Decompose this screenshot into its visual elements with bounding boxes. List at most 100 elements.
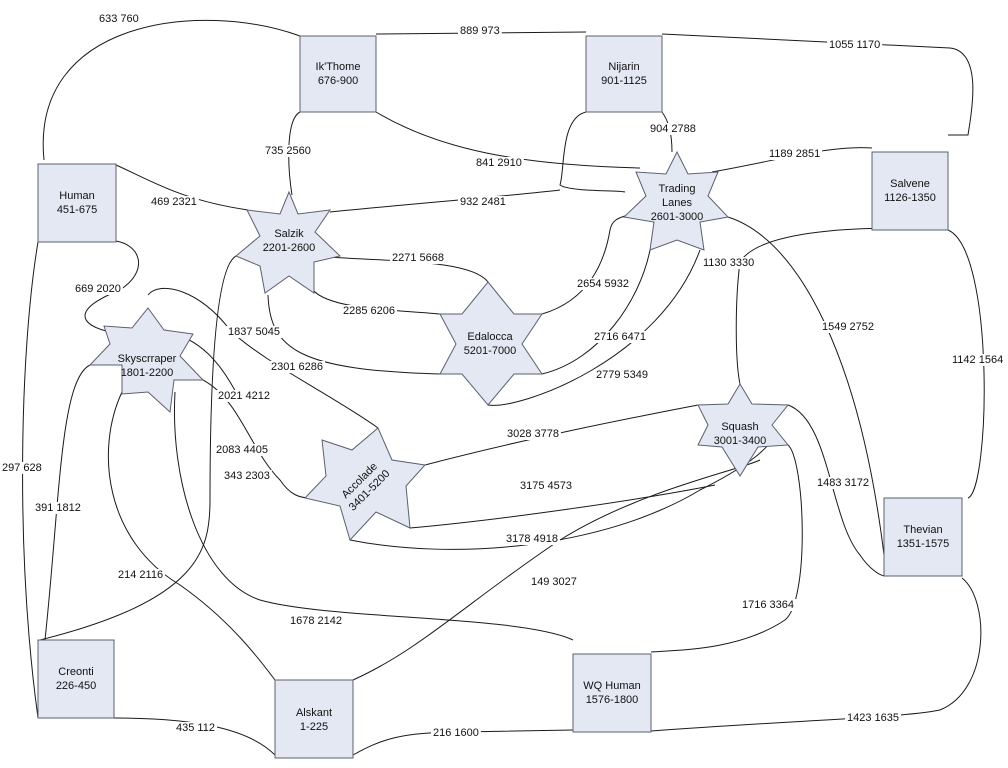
edge-label: 1716 3364 — [742, 599, 794, 611]
edge-label-backing — [226, 326, 282, 338]
node-range: 676-900 — [318, 75, 358, 87]
connector — [650, 577, 982, 732]
edge-label-backing — [263, 145, 313, 157]
edge-label-backing — [116, 569, 166, 581]
edge-label-backing — [518, 480, 574, 492]
node-range: 2601-3000 — [651, 211, 704, 223]
edge-label-backing — [73, 283, 123, 295]
edge-label-backing — [505, 428, 561, 440]
node-range: 1-225 — [300, 721, 328, 733]
edge-label-backing — [820, 321, 876, 333]
node-box — [572, 653, 652, 733]
node-name: Nijarin — [608, 61, 639, 73]
connector — [173, 391, 574, 641]
edge-label: 214 2116 — [118, 569, 163, 581]
node-name: Creonti — [58, 666, 93, 678]
node-alskant[interactable]: Alskant 1-225 — [274, 679, 354, 759]
star-shape — [88, 307, 205, 414]
edge-labels: 633 760 889 973 1055 1170 735 2560 841 2… — [0, 13, 1006, 739]
edge-label-backing — [341, 305, 397, 317]
edge-label: 1055 1170 — [829, 39, 880, 51]
connector — [735, 227, 949, 385]
node-name: Salzik — [274, 228, 304, 240]
node-range: 901-1125 — [601, 75, 647, 87]
node-thevian[interactable]: Thevian 1351-1575 — [883, 497, 963, 577]
edge-label: 1189 2851 — [769, 148, 820, 160]
edge-label-backing — [594, 369, 650, 381]
edge-label-backing — [701, 257, 757, 269]
edge-label: 1837 5045 — [228, 326, 280, 338]
node-salvene[interactable]: Salvene 1126-1350 — [871, 151, 949, 231]
connector — [113, 717, 276, 756]
edge-label-backing — [174, 722, 217, 734]
node-wq-human[interactable]: WQ Human 1576-1800 — [572, 653, 652, 733]
edge-label: 633 760 — [99, 13, 139, 25]
edge-label: 1678 2142 — [290, 615, 342, 627]
edge-label: 1483 3172 — [817, 477, 869, 489]
edge-label: 889 973 — [460, 25, 500, 37]
node-creonti[interactable]: Creonti 226-450 — [37, 639, 115, 719]
edge-label-backing — [740, 599, 796, 611]
edge-label: 2271 5668 — [392, 252, 444, 264]
connector — [267, 294, 441, 375]
node-box — [274, 679, 354, 759]
edge-label-backing — [504, 533, 560, 545]
star-shape — [439, 281, 543, 406]
edge-label-backing — [33, 502, 83, 514]
edge-label: 932 2481 — [460, 196, 506, 208]
star-shape — [622, 150, 730, 251]
edge-label-backing — [216, 390, 272, 402]
edge-label: 735 2560 — [265, 145, 311, 157]
edge-label: 297 628 — [2, 462, 42, 474]
node-range: 1801-2200 — [121, 367, 174, 379]
node-name: Thevian — [903, 524, 942, 536]
connector — [409, 484, 716, 529]
node-range: 1351-1575 — [897, 538, 950, 550]
connector — [39, 255, 237, 641]
connector — [44, 364, 91, 641]
node-name: Edalocca — [467, 331, 513, 343]
edge-label-backing — [458, 196, 508, 208]
edge-label: 343 2303 — [224, 470, 270, 482]
connector — [650, 444, 803, 653]
edge-label-backing — [575, 278, 631, 290]
edge-label-backing — [950, 354, 1006, 366]
edge-label: 1130 3330 — [703, 257, 754, 269]
node-skyscrraper[interactable]: Skyscrraper 1801-2200 — [88, 307, 205, 414]
node-accolade[interactable]: Accolade 3401-5200 — [304, 427, 426, 541]
edge-label: 2654 5932 — [577, 278, 629, 290]
node-range: 226-450 — [56, 680, 96, 692]
connector — [787, 404, 885, 577]
connector — [42, 19, 301, 161]
node-box — [883, 497, 963, 577]
edge-label: 2779 5349 — [596, 369, 648, 381]
edge-label-backing — [97, 13, 141, 25]
edge-label-backing — [592, 331, 648, 343]
node-human[interactable]: Human 451-675 — [37, 163, 117, 243]
edge-label-backing — [431, 727, 481, 739]
node-range: 3001-3400 — [714, 435, 767, 447]
node-edalocca[interactable]: Edalocca 5201-7000 — [439, 281, 543, 406]
node-salzik[interactable]: Salzik 2201-2600 — [235, 190, 342, 294]
connector — [541, 214, 629, 315]
edge-label: 1549 2752 — [822, 321, 874, 333]
node-range: 5201-7000 — [464, 345, 517, 357]
connector — [947, 229, 985, 499]
node-nijarin[interactable]: Nijarin 901-1125 — [585, 35, 663, 113]
node-trading-lanes[interactable]: Trading Lanes 2601-3000 — [622, 150, 730, 251]
edge-label-backing — [0, 462, 44, 474]
edge-label: 3028 3778 — [507, 428, 559, 440]
edge-label-backing — [214, 444, 270, 456]
node-ikthome[interactable]: Ik'Thome 676-900 — [299, 35, 377, 113]
edge-label: 469 2321 — [151, 196, 197, 208]
edge-label-backing — [269, 361, 325, 373]
connector — [22, 241, 39, 719]
edge-label: 2301 6286 — [271, 361, 323, 373]
node-name: Human — [59, 190, 94, 202]
edge-label-backing — [288, 615, 344, 627]
connector — [352, 459, 761, 681]
connector — [424, 404, 699, 466]
connector — [107, 391, 276, 681]
node-squash[interactable]: Squash 3001-3400 — [697, 383, 790, 477]
node-range: 2201-2600 — [263, 242, 316, 254]
